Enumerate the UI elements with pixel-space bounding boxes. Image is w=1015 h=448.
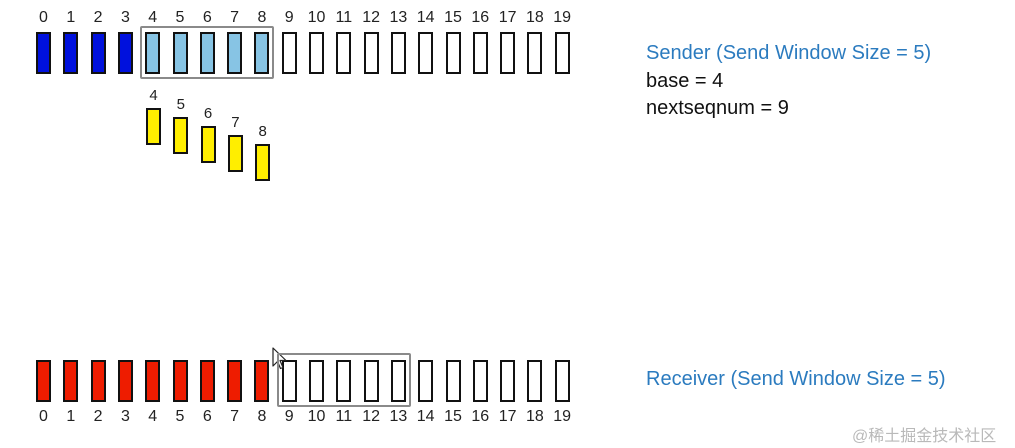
sender-segment-acked (117, 32, 133, 74)
sender-segment-sent_unacked (199, 32, 215, 74)
sender-segment-sent_unacked (254, 32, 270, 74)
packet-seq-label: 8 (258, 123, 267, 140)
sender-segment-available (472, 32, 488, 74)
packet-seq-label: 5 (176, 96, 185, 113)
receiver-segment-received (36, 360, 51, 402)
receiver-segment-available (309, 360, 324, 402)
sender-seq-label: 15 (444, 9, 462, 26)
sender-seq-label: 9 (284, 9, 294, 26)
packet-in-flight (173, 117, 189, 154)
packet-seq-label: 4 (149, 87, 158, 104)
receiver-segment-received (172, 360, 188, 402)
receiver-seq-label: 4 (148, 408, 158, 425)
receiver-seq-label: 5 (175, 408, 185, 425)
packet-in-flight (146, 108, 161, 145)
sender-segment-available (418, 32, 434, 74)
sender-seq-label: 2 (93, 9, 103, 26)
sender-segment-available (500, 32, 516, 74)
receiver-segment-received (90, 360, 106, 402)
receiver-seq-label: 14 (416, 408, 435, 425)
receiver-segment-available (336, 360, 352, 402)
receiver-segment-available (445, 360, 461, 402)
sender-window-frame (140, 26, 275, 79)
sender-nextseqnum-label: nextseqnum = 9 (646, 97, 789, 119)
receiver-segment-available (472, 360, 488, 402)
sender-seq-label: 11 (335, 9, 353, 26)
sender-segment-acked (90, 32, 106, 74)
packet-in-flight (255, 144, 271, 181)
sender-segment-available (554, 32, 570, 74)
receiver-seq-label: 3 (120, 408, 130, 425)
receiver-seq-label: 8 (257, 408, 267, 425)
receiver-segment-available (527, 360, 543, 402)
receiver-seq-label: 7 (230, 408, 240, 425)
sender-base-label: base = 4 (646, 70, 724, 92)
sender-segment-available (390, 32, 406, 74)
sender-segment-acked (36, 32, 51, 74)
sender-seq-label: 19 (553, 9, 572, 26)
sender-seq-label: 5 (175, 9, 185, 26)
receiver-segment-available (281, 360, 297, 402)
receiver-seq-label: 10 (307, 408, 326, 425)
receiver-seq-label: 19 (553, 408, 572, 425)
packet-in-flight (227, 135, 243, 172)
receiver-segment-received (145, 360, 161, 402)
receiver-seq-label: 16 (471, 408, 490, 425)
sender-seq-label: 3 (120, 9, 130, 26)
receiver-seq-label: 11 (335, 408, 353, 425)
sender-segment-available (281, 32, 297, 74)
receiver-seq-label: 6 (202, 408, 212, 425)
receiver-segment-available (363, 360, 379, 402)
sender-seq-label: 16 (471, 9, 490, 26)
sender-seq-label: 18 (525, 9, 544, 26)
receiver-seq-label: 9 (284, 408, 294, 425)
receiver-segment-received (63, 360, 79, 402)
receiver-seq-label: 0 (39, 408, 48, 425)
receiver-segment-received (254, 360, 270, 402)
receiver-seq-label: 1 (66, 408, 76, 425)
receiver-segment-available (390, 360, 406, 402)
sender-title: Sender (Send Window Size = 5) (646, 42, 932, 64)
receiver-seq-label: 12 (362, 408, 380, 425)
mouse-cursor-icon (272, 347, 287, 370)
sender-seq-label: 10 (307, 9, 326, 26)
receiver-segment-available (418, 360, 434, 402)
receiver-seq-label: 13 (389, 408, 408, 425)
sender-segment-sent_unacked (227, 32, 243, 74)
sender-seq-label: 14 (416, 9, 435, 26)
sender-segment-sent_unacked (145, 32, 161, 74)
sender-seq-label: 13 (389, 9, 408, 26)
receiver-seq-label: 2 (93, 408, 103, 425)
receiver-segment-received (227, 360, 243, 402)
watermark: @稀土掘金技术社区 (852, 428, 997, 445)
receiver-segment-received (199, 360, 215, 402)
sender-seq-label: 4 (148, 9, 158, 26)
packet-in-flight (200, 126, 216, 163)
sender-seq-label: 0 (39, 9, 48, 26)
sender-seq-label: 1 (66, 9, 76, 26)
sender-segment-available (445, 32, 461, 74)
sender-seq-label: 12 (362, 9, 380, 26)
receiver-title: Receiver (Send Window Size = 5) (646, 368, 946, 390)
receiver-seq-label: 18 (525, 408, 544, 425)
sender-segment-available (309, 32, 324, 74)
receiver-segment-received (117, 360, 133, 402)
sender-seq-label: 8 (257, 9, 267, 26)
sender-segment-available (363, 32, 379, 74)
packet-seq-label: 6 (203, 105, 213, 122)
receiver-segment-available (500, 360, 516, 402)
receiver-window-frame (276, 353, 411, 407)
sender-segment-available (527, 32, 543, 74)
sender-seq-label: 7 (230, 9, 240, 26)
sender-segment-acked (63, 32, 79, 74)
sender-seq-label: 6 (202, 9, 212, 26)
sender-segment-available (336, 32, 352, 74)
sender-seq-label: 17 (498, 9, 517, 26)
packet-seq-label: 7 (231, 114, 240, 131)
sender-segment-sent_unacked (172, 32, 188, 74)
receiver-segment-available (554, 360, 570, 402)
receiver-seq-label: 15 (444, 408, 462, 425)
receiver-seq-label: 17 (498, 408, 517, 425)
